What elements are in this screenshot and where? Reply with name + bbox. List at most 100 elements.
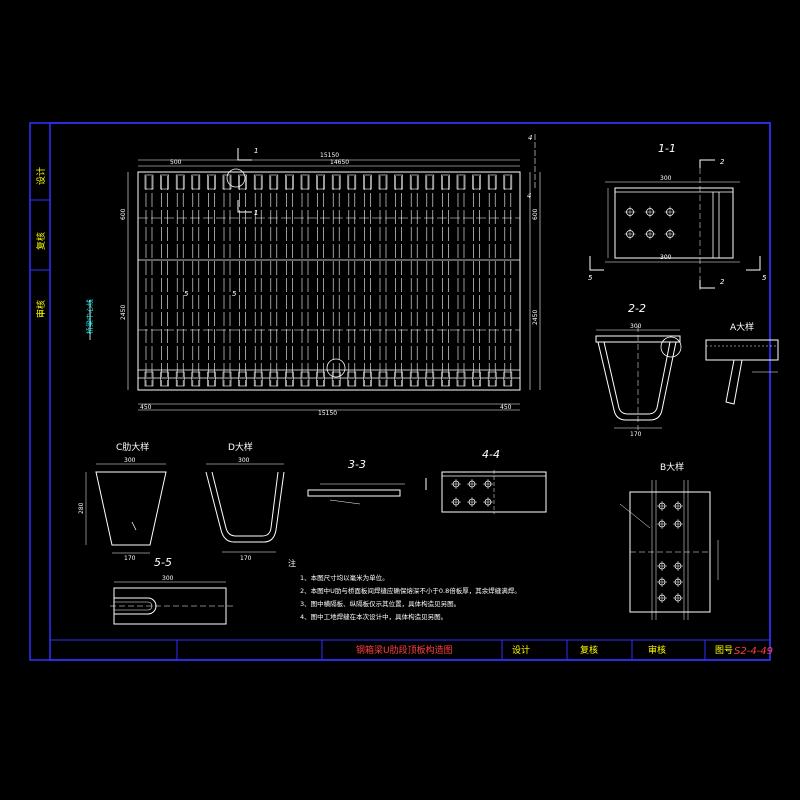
rib-cutout [394,371,403,387]
rib-cutout [378,174,388,190]
rib-cutout [409,174,419,190]
title-block-drawing-no: S2-4-49 [734,646,773,657]
rib-cutout [441,174,450,190]
plan-top-dim-right: 14650 [330,159,349,166]
rib-cutout [269,174,279,190]
sheet-frame [29,122,771,661]
detail-d-rib-title: D大样 [228,441,253,453]
rib-cutout [425,371,435,387]
rib-cutout [300,174,310,190]
plan-bottom-dim-right: 450 [500,404,512,411]
plan-left-dim-2: 2450 [120,305,127,320]
detail-circle-b [326,358,346,378]
plan-top-dim-left: 500 [170,159,182,166]
notes-item-3: 3、图中横隔板、纵隔板仅示其位置，具体构造见另图。 [300,599,460,608]
rib-cutout [503,174,513,190]
section-1-1-mark-5b: 5 [762,274,767,282]
rib-cutout [378,371,388,387]
rib-cutout [331,371,341,387]
plan-flow-label: 桥梁中心线 [85,299,94,334]
rib-cutout [456,371,466,387]
section-2-2-title: 2-2 [628,302,646,315]
rib-cutout [456,174,466,190]
detail-c-left [85,463,167,554]
section-4-4-title: 4-4 [482,448,500,461]
rib-cutout [363,371,372,387]
section-1-1-mark-2a: 2 [720,158,725,166]
detail-c-bottom-dim: 170 [124,555,136,562]
plan-section-mark-4a: 4 [528,134,532,142]
rib-cutout [503,371,513,387]
notes-item-1: 1、本图尺寸均以毫米为单位。 [300,573,389,582]
title-block-design: 设计 [512,644,530,656]
rib-cutout [331,174,341,190]
rib-cutout [269,371,279,387]
title-block-drawing-no-label: 图号 [715,645,733,656]
notes-item-2: 2、本图中U肋与桥面板间焊缝应确保熔深不小于0.8倍板厚，其余焊缝满焊。 [300,586,521,595]
detail-circle-a [226,168,246,188]
rib-cutout [409,371,419,387]
rib-cutout [253,371,263,387]
plan-section-mark-5b: 5 [232,290,237,298]
section-1-1-mark-2b: 2 [720,278,725,286]
plan-right-dim-2: 2450 [532,310,539,325]
rib-cutout [347,371,357,387]
detail-c-height: 280 [78,502,85,514]
rib-cutout [316,174,325,190]
detail-a-title: A大样 [730,321,754,333]
detail-a [705,339,779,405]
rib-cutout [363,174,372,190]
detail-d-rib [205,463,285,553]
section-2-2-top-dim: 300 [630,323,642,330]
rib-cutout [472,174,481,190]
rib-cutout [160,371,169,387]
plan-left-dim-1: 600 [120,208,127,220]
plan-section-mark-4b: 4 [527,192,531,200]
plan-bottom-dim-total: 15150 [318,410,337,417]
rib-cutout [347,174,357,190]
drawing-title: 钢箱梁U肋段顶板构造图 [356,644,453,656]
rib-cutout [487,371,497,387]
rib-cutout [441,371,450,387]
plan-top-dim-total: 15150 [320,152,339,159]
rib-cutout [394,174,403,190]
section-1-1-top-dim: 300 [660,175,672,182]
rib-cutout [253,174,263,190]
rib-cutout [238,174,247,190]
detail-c-left-title: C肋大样 [116,441,149,453]
plan-bottom-dim-left: 450 [140,404,152,411]
section-3-3 [307,483,405,505]
rib-cutout [191,371,201,387]
plan-section-mark-5a: 5 [184,290,189,298]
title-block-check: 复核 [580,644,598,656]
u-rib-lines [144,174,513,387]
side-label-approve: 审核 [35,300,47,318]
rib-cutout [222,371,232,387]
rib-cutout [222,174,232,190]
rib-cutout [175,371,185,387]
side-label-design: 设计 [35,167,47,185]
rib-cutout [300,371,310,387]
section-5-5-title: 5-5 [154,556,172,569]
section-1-1-mark-5a: 5 [588,274,593,282]
detail-d-top-dim: 300 [238,457,250,464]
section-2-2-bottom-dim: 170 [630,431,642,438]
section-5-5-width: 300 [162,575,174,582]
rib-cutout [316,371,325,387]
plan-section-mark-1b: 1 [254,209,258,217]
section-3-3-title: 3-3 [348,458,366,471]
rib-cutout [487,174,497,190]
notes-item-4: 4、图中工地焊缝在本次设计中，具体构造见另图。 [300,612,447,621]
section-1-1-title: 1-1 [658,142,676,155]
plan-dimensions [127,159,541,411]
detail-c-top-dim: 300 [124,457,136,464]
section-1-1 [589,159,761,290]
rib-cutout [425,174,435,190]
section-1-1-bottom-dim: 300 [660,254,672,261]
rib-cutout [285,174,294,190]
rib-cutout [238,371,247,387]
rib-cutout [207,174,216,190]
detail-d-title: B大样 [660,461,684,473]
section-2-2 [595,326,682,430]
